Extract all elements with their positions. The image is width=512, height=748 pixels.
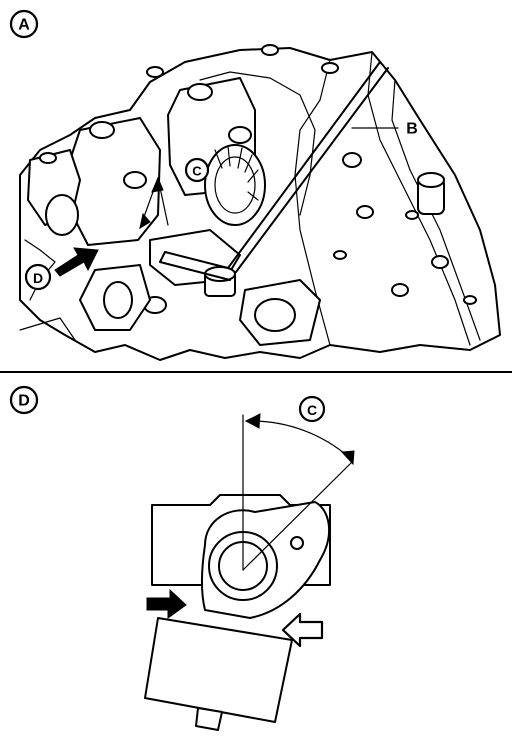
- label-c-bottom: C: [307, 402, 317, 418]
- label-d-ring: [9, 385, 39, 415]
- block-contour-mid: [294, 59, 331, 346]
- camshaft-lobe: [204, 144, 266, 226]
- label-c-bottom-ring: [298, 395, 326, 423]
- angle-arc-end-arrow: [340, 450, 355, 466]
- angle-arc-start-arrow: [244, 413, 261, 429]
- left-housing: [19, 149, 81, 341]
- rotation-arrow-black: [146, 588, 187, 619]
- angle-c-indicator-top: [139, 176, 169, 230]
- detail-view-panel: D C: [9, 385, 355, 731]
- label-d-marker-ring: [24, 263, 52, 291]
- measurement-arrow-white: [281, 612, 324, 648]
- label-d: D: [18, 393, 30, 410]
- view-d-arrow: [54, 247, 99, 277]
- block-bolt-1: [417, 172, 445, 215]
- valve-lifter-block: [144, 617, 293, 723]
- cylinder-head-outline: [19, 47, 501, 361]
- engine-view-panel: B C D A: [9, 9, 501, 361]
- label-c-top-ring: [184, 157, 210, 183]
- valve-lifter-bolt: [204, 266, 236, 297]
- block-bolt-2: [342, 152, 449, 297]
- angle-arc: [249, 420, 351, 459]
- label-a-ring: [9, 9, 39, 39]
- dowel-pin-hole: [290, 536, 304, 550]
- lifter-stem: [195, 707, 223, 731]
- label-a: A: [18, 17, 30, 34]
- label-c-top: C: [192, 164, 202, 179]
- angled-reference-line: [242, 461, 353, 571]
- label-d-marker: D: [33, 270, 43, 286]
- gasket-edge: [199, 71, 316, 216]
- feeler-gauge-b: [159, 61, 389, 281]
- label-b: B: [406, 121, 418, 138]
- head-bolts: [39, 44, 477, 305]
- rocker-assembly: [79, 229, 321, 346]
